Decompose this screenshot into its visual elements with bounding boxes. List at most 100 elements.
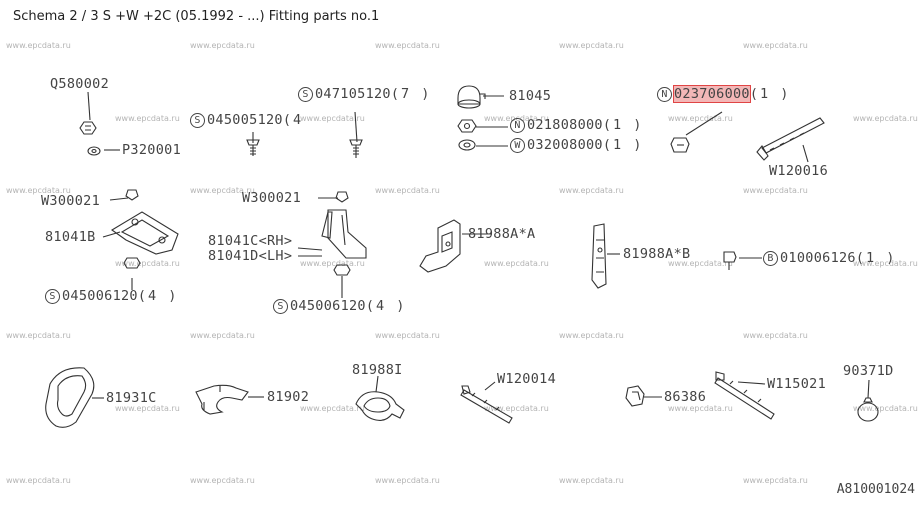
watermark: www.epcdata.ru	[853, 114, 918, 123]
watermark: www.epcdata.ru	[375, 476, 440, 485]
part-label-81045[interactable]: 81045	[509, 88, 551, 104]
part-number: 032008000	[527, 137, 603, 153]
part-number: W115021	[767, 376, 826, 392]
prefix-circle: S	[273, 299, 288, 314]
part-number: 81041D<LH>	[208, 248, 293, 264]
part-number: 81045	[509, 88, 552, 104]
part-number: 90371D	[843, 363, 894, 379]
prefix-circle: S	[298, 87, 313, 102]
watermark: www.epcdata.ru	[375, 41, 440, 50]
watermark: www.epcdata.ru	[853, 404, 918, 413]
prefix-circle: W	[510, 138, 525, 153]
part-label-81041b[interactable]: 81041B	[45, 229, 96, 245]
part-label-w115021[interactable]: W115021	[767, 376, 826, 392]
part-label-81988a-a[interactable]: 81988A*A	[468, 226, 535, 242]
part-number: W300021	[41, 193, 100, 209]
watermark: www.epcdata.ru	[115, 114, 180, 123]
prefix-circle: N	[510, 118, 525, 133]
part-label-w120016[interactable]: W120016	[769, 163, 828, 179]
prefix-circle: N	[657, 87, 672, 102]
watermark: www.epcdata.ru	[853, 259, 918, 268]
watermark: www.epcdata.ru	[484, 404, 549, 413]
watermark: www.epcdata.ru	[375, 186, 440, 195]
prefix-circle: B	[763, 251, 778, 266]
part-number: W120014	[497, 371, 556, 387]
part-number: 047105120	[315, 86, 391, 102]
part-qty: (1 )	[602, 117, 644, 133]
part-label-81931c[interactable]: 81931C	[106, 390, 157, 406]
watermark: www.epcdata.ru	[743, 186, 808, 195]
watermark: www.epcdata.ru	[668, 114, 733, 123]
part-label-q580002[interactable]: Q580002	[50, 76, 109, 92]
watermark: www.epcdata.ru	[559, 331, 624, 340]
part-number: 81988A*A	[468, 226, 536, 242]
part-number: 045006120	[290, 298, 366, 314]
page-title: Schema 2 / 3 S +W +2C (05.1992 - ...) Fi…	[13, 9, 380, 24]
part-qty: (4	[282, 112, 304, 128]
part-number: 81041C<RH>	[208, 233, 293, 249]
part-label-w120014[interactable]: W120014	[497, 371, 556, 387]
watermark: www.epcdata.ru	[6, 476, 71, 485]
part-qty: (4 )	[137, 288, 179, 304]
part-number: 81988A*B	[623, 246, 691, 262]
part-label-81988a-b[interactable]: 81988A*B	[623, 246, 690, 262]
part-qty: (1 )	[855, 250, 897, 266]
watermark: www.epcdata.ru	[300, 259, 365, 268]
part-number: Q580002	[50, 76, 109, 92]
part-number: 045005120	[207, 112, 283, 128]
watermark: www.epcdata.ru	[6, 331, 71, 340]
part-number: W120016	[769, 163, 828, 179]
part-qty: (1 )	[749, 86, 791, 102]
part-number: W300021	[242, 190, 301, 206]
part-label-81041c[interactable]: 81041C<RH>	[208, 233, 292, 249]
diagram-code: A810001024	[836, 482, 915, 497]
watermark: www.epcdata.ru	[115, 259, 180, 268]
part-label-w300021-a[interactable]: W300021	[41, 193, 100, 209]
watermark: www.epcdata.ru	[743, 331, 808, 340]
watermark: www.epcdata.ru	[743, 476, 808, 485]
watermark: www.epcdata.ru	[668, 259, 733, 268]
part-number-highlighted: 023706000	[673, 85, 751, 103]
part-label-81902[interactable]: 81902	[267, 389, 309, 405]
watermark: www.epcdata.ru	[743, 41, 808, 50]
part-label-81041d[interactable]: 81041D<LH>	[208, 248, 292, 264]
watermark: www.epcdata.ru	[375, 331, 440, 340]
watermark: www.epcdata.ru	[300, 404, 365, 413]
part-qty: (1 )	[602, 137, 644, 153]
watermark: www.epcdata.ru	[115, 404, 180, 413]
part-number: 010006126	[780, 250, 856, 266]
watermark: www.epcdata.ru	[559, 186, 624, 195]
prefix-circle: S	[190, 113, 205, 128]
watermark: www.epcdata.ru	[559, 476, 624, 485]
watermark: www.epcdata.ru	[190, 41, 255, 50]
watermark: www.epcdata.ru	[559, 41, 624, 50]
watermark: www.epcdata.ru	[300, 114, 365, 123]
part-qty: (4 )	[365, 298, 407, 314]
watermark: www.epcdata.ru	[190, 186, 255, 195]
part-label-w300021-b[interactable]: W300021	[242, 190, 301, 206]
part-label-p320001[interactable]: P320001	[122, 142, 181, 158]
watermark: www.epcdata.ru	[190, 331, 255, 340]
part-number: 045006120	[62, 288, 138, 304]
part-label-81988i[interactable]: 81988I	[352, 362, 403, 378]
watermark: www.epcdata.ru	[6, 41, 71, 50]
part-label-86386[interactable]: 86386	[664, 389, 706, 405]
part-number: 81988I	[352, 362, 403, 378]
watermark: www.epcdata.ru	[484, 259, 549, 268]
prefix-circle: S	[45, 289, 60, 304]
watermark: www.epcdata.ru	[668, 404, 733, 413]
part-number: 81931C	[106, 390, 157, 406]
part-label-90371d[interactable]: 90371D	[843, 363, 894, 379]
part-qty: (7 )	[390, 86, 432, 102]
part-number: 81041B	[45, 229, 96, 245]
watermark: www.epcdata.ru	[6, 186, 71, 195]
